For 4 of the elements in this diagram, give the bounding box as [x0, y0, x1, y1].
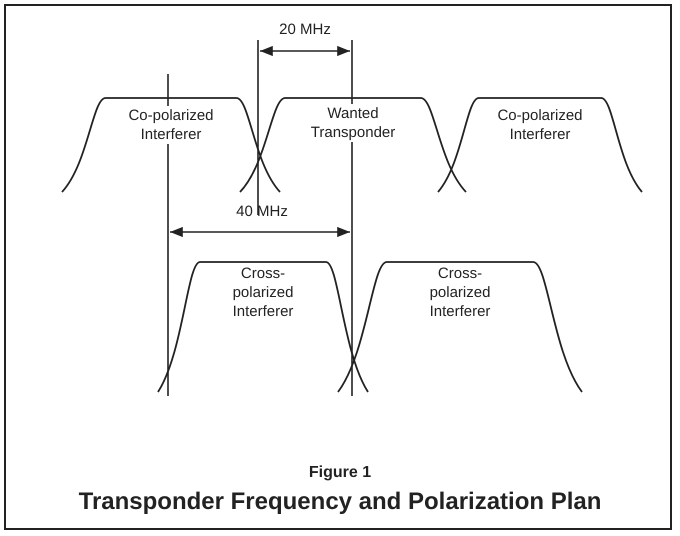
- dimension-label: 40 MHz: [235, 202, 289, 222]
- figure-title: Transponder Frequency and Polarization Plan: [78, 488, 602, 515]
- figure-number: Figure 1: [308, 463, 372, 483]
- dimension-label: 20 MHz: [278, 20, 332, 40]
